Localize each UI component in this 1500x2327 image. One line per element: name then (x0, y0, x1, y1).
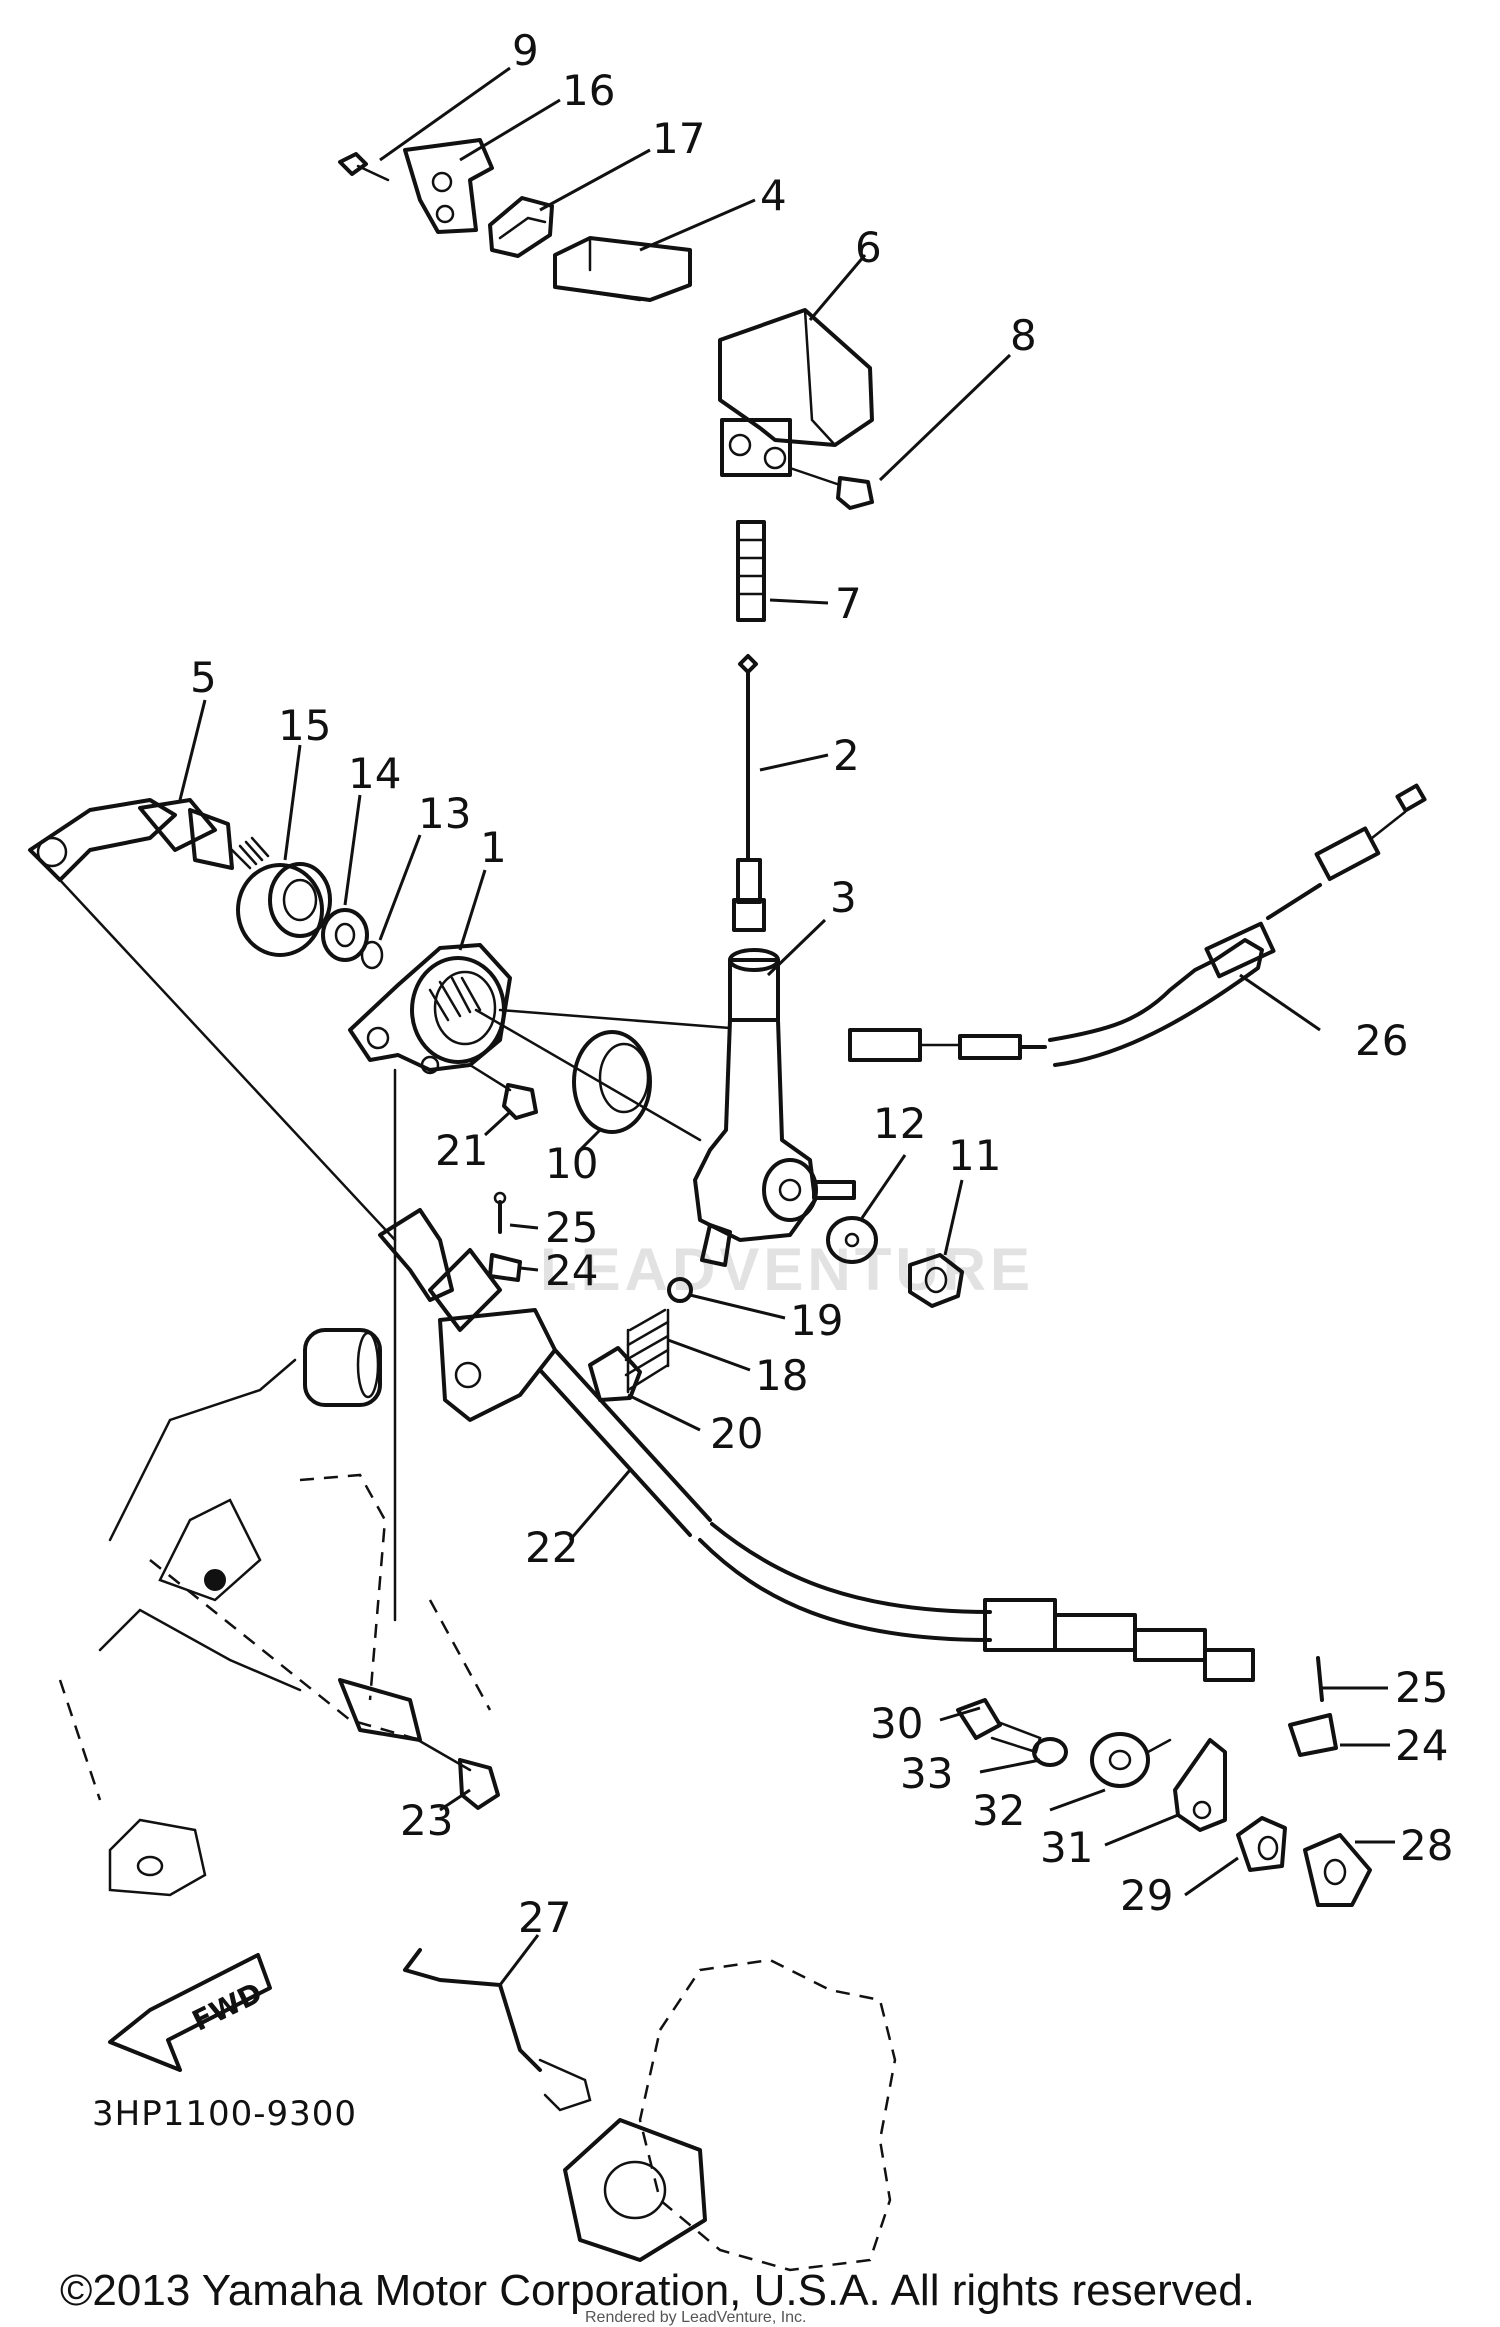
part-25-pin (493, 1191, 1324, 1702)
drawing-code: 3HP1100-9300 (92, 2094, 357, 2134)
part-23-bolt (416, 1738, 500, 1810)
part-15-bushing (236, 862, 332, 957)
part-7-shaft (736, 520, 766, 622)
part-26-cable (848, 783, 1427, 1067)
callout-15: 15 (278, 701, 331, 750)
watermark: LEADVENTURE (540, 1236, 1034, 1303)
callout-10: 10 (545, 1139, 598, 1188)
part-22-cable (378, 1208, 1255, 1682)
bracket-assembly (58, 1328, 492, 1897)
callout-24-lower: 24 (1395, 1721, 1448, 1770)
callout-6: 6 (855, 223, 882, 272)
callout-33: 33 (900, 1749, 953, 1798)
callout-5: 5 (190, 653, 217, 702)
callout-22: 22 (525, 1523, 578, 1572)
part-2-rod (732, 654, 766, 932)
callout-25-lower: 25 (1395, 1663, 1448, 1712)
part-30-bolt (956, 1698, 1042, 1754)
callout-9: 9 (512, 26, 539, 75)
part-18-spring (624, 1308, 670, 1394)
part-6-grip (718, 308, 874, 477)
callout-12: 12 (873, 1099, 926, 1148)
part-20-cap (588, 1346, 642, 1402)
engine-outline (563, 1958, 897, 2272)
part-17-pad (488, 196, 554, 258)
part-31-lever (1173, 1738, 1227, 1832)
part-12-washer (826, 1216, 878, 1264)
callout-13: 13 (418, 789, 471, 838)
copyright-notice: ©2013 Yamaha Motor Corporation, U.S.A. A… (60, 2266, 1255, 2315)
part-32-collar (1090, 1732, 1172, 1788)
callout-32: 32 (972, 1786, 1025, 1835)
callout-16: 16 (562, 66, 615, 115)
callout-19: 19 (790, 1296, 843, 1345)
part-16-bracket (403, 138, 494, 234)
part-5-lever-shaft (28, 798, 270, 882)
callout-11: 11 (948, 1131, 1001, 1180)
callout-4: 4 (760, 171, 787, 220)
fwd-arrow: FWD (108, 1953, 272, 2072)
part-33-washer (1032, 1737, 1068, 1767)
callout-30: 30 (870, 1699, 923, 1748)
rendered-by: Rendered by LeadVenture, Inc. (585, 2309, 807, 2326)
part-13-ring (360, 940, 384, 970)
part-1-housing (348, 943, 512, 1075)
callout-7: 7 (835, 579, 862, 628)
callout-17: 17 (652, 114, 705, 163)
callout-25-upper: 25 (545, 1203, 598, 1252)
callout-20: 20 (710, 1409, 763, 1458)
part-4-insert (553, 236, 692, 302)
part-11-nut (908, 1253, 964, 1308)
callout-31: 31 (1040, 1823, 1093, 1872)
callout-8: 8 (1010, 311, 1037, 360)
callout-14: 14 (348, 749, 401, 798)
part-29-bushing (1236, 1816, 1287, 1872)
part-19-ball (667, 1277, 693, 1303)
part-14-washer (321, 908, 369, 962)
callout-2: 2 (833, 731, 860, 780)
callout-1: 1 (480, 823, 507, 872)
callout-28: 28 (1400, 1821, 1453, 1870)
callout-29: 29 (1120, 1871, 1173, 1920)
callout-26: 26 (1355, 1016, 1408, 1065)
callout-labels: 9 16 17 4 6 8 7 2 5 15 14 13 1 3 26 12 1… (190, 26, 1453, 1942)
part-21-bolt (468, 1063, 538, 1120)
part-3-column (693, 948, 856, 1267)
part-24-clevis (488, 1253, 1338, 1757)
callout-3: 3 (830, 873, 857, 922)
callout-27: 27 (518, 1893, 571, 1942)
callout-24-upper: 24 (545, 1246, 598, 1295)
part-8-screw (788, 466, 874, 510)
part-9-screw (338, 152, 390, 182)
callout-18: 18 (755, 1351, 808, 1400)
leader-lines (178, 66, 1395, 1986)
part-10-seal (572, 1030, 652, 1134)
callout-23: 23 (400, 1796, 453, 1845)
part-27-hose (403, 1948, 592, 2112)
part-28-clamp (1303, 1833, 1372, 1907)
callout-21: 21 (435, 1126, 488, 1175)
